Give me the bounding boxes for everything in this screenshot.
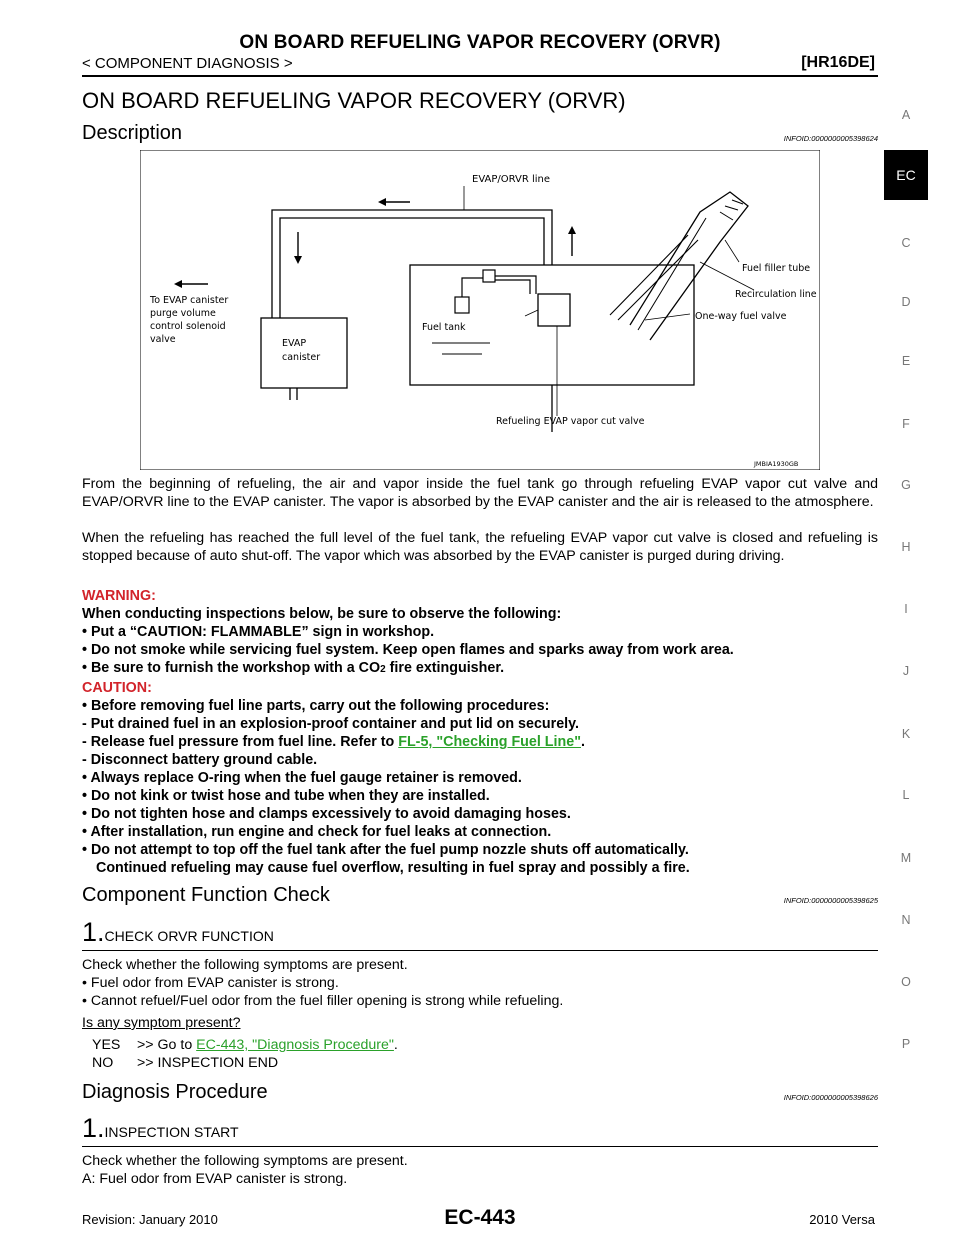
cfc-infoid: INFOID:0000000005398625 [783, 896, 878, 905]
tab-g[interactable]: G [901, 478, 911, 492]
header-subtitle: < COMPONENT DIAGNOSIS > [82, 55, 293, 72]
caution-item: - Disconnect battery ground cable. [82, 752, 318, 768]
warning-item: • Do not smoke while servicing fuel syst… [82, 642, 734, 658]
cfc-yes-line: >> Go to EC-443, "Diagnosis Procedure". [137, 1037, 398, 1053]
tab-i[interactable]: I [904, 602, 908, 616]
label-refueling-valve: Refueling EVAP vapor cut valve [496, 416, 645, 427]
dp-step-title: 1.INSPECTION START [82, 1113, 239, 1143]
label-evap-canister-2: canister [282, 352, 320, 363]
footer-page-number: EC-443 [444, 1206, 516, 1229]
dp-item-a: A: Fuel odor from EVAP canister is stron… [82, 1171, 348, 1187]
label-fuel-filler-tube: Fuel filler tube [742, 263, 810, 274]
label-evap-orvr-line: EVAP/ORVR line [472, 174, 550, 185]
label-evap-canister-1: EVAP [282, 338, 306, 349]
tab-k[interactable]: K [901, 727, 911, 741]
cfc-heading: Component Function Check [82, 884, 330, 906]
caution-item: • Do not tighten hose and clamps excessi… [82, 806, 571, 822]
orvr-diagram: EVAP/ORVR line Fuel filler tube Recircul… [140, 150, 820, 470]
refueling-vapor-cut-valve [537, 293, 571, 327]
figure-id: JMBIA1930GB [753, 460, 798, 468]
dp-heading: Diagnosis Procedure [82, 1081, 268, 1103]
description-heading: Description [82, 122, 183, 144]
cfc-bullet-1: • Fuel odor from EVAP canister is strong… [82, 975, 339, 991]
description-infoid: INFOID:0000000005398624 [783, 134, 878, 143]
dp-intro: Check whether the following symptoms are… [82, 1153, 408, 1169]
warning-item: • Put a “CAUTION: FLAMMABLE” sign in wor… [82, 624, 435, 640]
cfc-bullet-2: • Cannot refuel/Fuel odor from the fuel … [82, 993, 564, 1009]
label-to-evap-4: valve [150, 334, 176, 345]
diagnosis-procedure-link[interactable]: EC-443, "Diagnosis Procedure" [196, 1037, 394, 1053]
page-title: ON BOARD REFUELING VAPOR RECOVERY (ORVR) [82, 88, 626, 113]
tab-e[interactable]: E [901, 354, 911, 368]
recirc-connector [482, 269, 496, 283]
header-rule [82, 75, 878, 77]
tab-d[interactable]: D [901, 295, 911, 309]
label-to-evap-3: control solenoid [150, 321, 226, 332]
caution-label: CAUTION: [82, 680, 152, 696]
dp-infoid: INFOID:0000000005398626 [783, 1093, 878, 1102]
caution-item: • Do not kink or twist hose and tube whe… [82, 788, 490, 804]
footer-model: 2010 Versa [809, 1212, 875, 1227]
cfc-no-line: >> INSPECTION END [137, 1055, 279, 1071]
caution-item: • Before removing fuel line parts, carry… [82, 698, 550, 714]
cfc-no-label: NO [92, 1055, 114, 1071]
warning-label: WARNING: [82, 588, 156, 604]
header-title: ON BOARD REFUELING VAPOR RECOVERY (ORVR) [239, 32, 721, 53]
label-to-evap-2: purge volume [150, 308, 216, 319]
dp-step-rule [82, 1146, 878, 1147]
tab-p[interactable]: P [901, 1037, 911, 1051]
warning-caution-block: WARNING: When conducting inspections bel… [82, 587, 878, 877]
tab-f[interactable]: F [902, 417, 910, 431]
cfc-yes-label: YES [92, 1037, 121, 1053]
tab-m[interactable]: M [900, 851, 912, 865]
caution-item: - Put drained fuel in an explosion-proof… [82, 716, 579, 732]
fuel-filler-tube [629, 191, 749, 341]
warning-item: • Be sure to furnish the workshop with a… [82, 660, 505, 676]
tab-l[interactable]: L [902, 788, 910, 802]
cfc-question: Is any symptom present? [82, 1015, 241, 1031]
label-one-way-fuel-valve: One-way fuel valve [695, 311, 787, 322]
caution-item: - Release fuel pressure from fuel line. … [82, 734, 585, 750]
warning-intro: When conducting inspections below, be su… [82, 606, 562, 622]
tab-c[interactable]: C [901, 236, 911, 250]
tab-j[interactable]: J [902, 664, 910, 678]
caution-item: • Do not attempt to top off the fuel tan… [82, 842, 689, 858]
label-recirculation-line: Recirculation line [735, 289, 817, 300]
caution-item: • After installation, run engine and che… [82, 824, 552, 840]
footer-revision: Revision: January 2010 [82, 1212, 218, 1227]
caution-item: Continued refueling may cause fuel overf… [96, 860, 690, 876]
tab-a[interactable]: A [901, 108, 911, 122]
header-engine: [HR16DE] [801, 54, 875, 71]
caution-item: • Always replace O-ring when the fuel ga… [82, 770, 522, 786]
fl5-link[interactable]: FL-5, "Checking Fuel Line" [398, 734, 581, 750]
cfc-intro: Check whether the following symptoms are… [82, 957, 408, 973]
cfc-step-rule [82, 950, 878, 951]
tab-n[interactable]: N [901, 913, 911, 927]
tab-ec[interactable]: EC [884, 150, 928, 200]
description-paragraph-1: From the beginning of refueling, the air… [82, 476, 878, 510]
label-fuel-tank: Fuel tank [422, 322, 466, 333]
description-paragraph-2: When the refueling has reached the full … [82, 530, 878, 564]
evap-canister [260, 317, 348, 389]
tab-o[interactable]: O [901, 975, 911, 989]
small-valve [454, 296, 470, 314]
evap-orvr-line-inner [279, 217, 545, 318]
label-to-evap-1: To EVAP canister [149, 295, 228, 306]
tab-h[interactable]: H [901, 540, 911, 554]
cfc-step-title: 1.CHECK ORVR FUNCTION [82, 917, 274, 947]
